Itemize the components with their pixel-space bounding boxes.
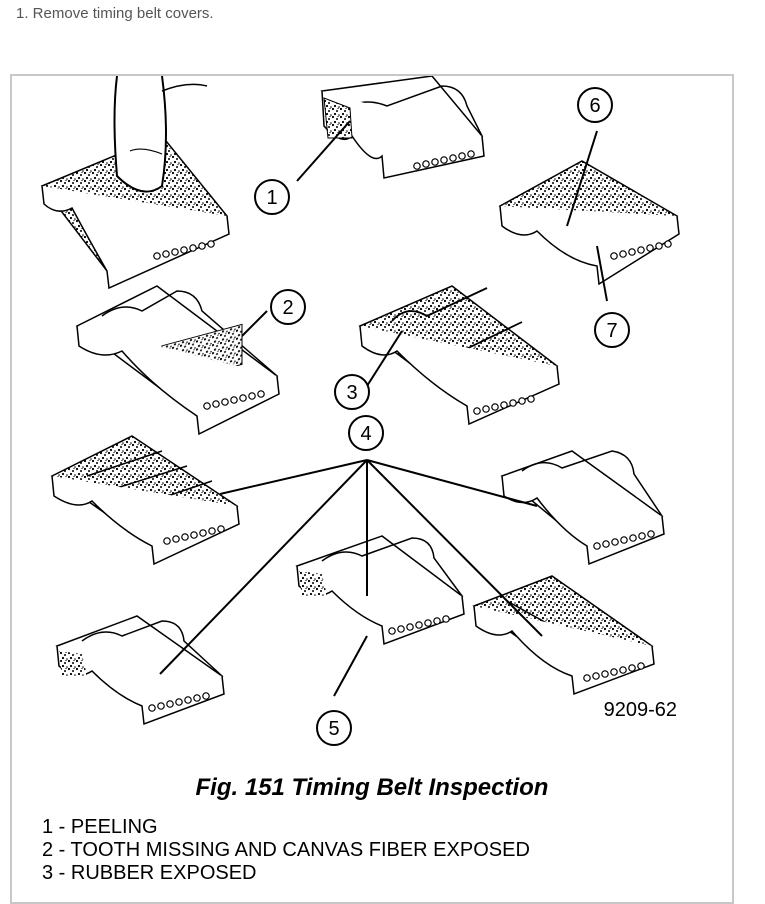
belt-tooth-crack: [55, 615, 225, 726]
belt-canvas-split: [295, 535, 465, 646]
callout-3: 3: [334, 374, 370, 410]
belt-multi-crack: [50, 435, 240, 566]
legend-item: 2 - TOOTH MISSING AND CANVAS FIBER EXPOS…: [42, 839, 530, 861]
belt-back-crack: [500, 450, 665, 566]
callout-4: 4: [348, 415, 384, 451]
belt-peeling: [320, 76, 485, 179]
callout-2: 2: [270, 289, 306, 325]
svg-text:7: 7: [606, 320, 617, 342]
belt-rubber-exposed: [358, 285, 560, 426]
belt-illustration: 1 2 3 4 5 6 7 9209-62: [40, 76, 680, 746]
svg-text:4: 4: [360, 423, 371, 445]
legend-item: 1 - PEELING: [42, 816, 158, 838]
svg-text:6: 6: [589, 95, 600, 117]
belt-tooth-missing: [75, 285, 280, 436]
figure-reference-code: 9209-62: [604, 699, 677, 721]
belt-finger-press: [40, 76, 230, 290]
callout-5: 5: [316, 710, 352, 746]
svg-text:1: 1: [266, 187, 277, 209]
callout-1: 1: [254, 179, 290, 215]
belt-cracked: [498, 160, 680, 286]
callout-7: 7: [594, 312, 630, 348]
svg-text:5: 5: [328, 718, 339, 740]
belt-wear: [472, 575, 655, 696]
figure-caption: Fig. 151 Timing Belt Inspection: [195, 774, 549, 801]
timing-belt-figure: 1 2 3 4 5 6 7 9209-62 Fig. 151 Timing Be…: [10, 74, 734, 904]
leader-lines: [159, 120, 608, 697]
callout-6: 6: [577, 87, 613, 123]
step-instruction: 1. Remove timing belt covers.: [16, 5, 214, 22]
svg-text:3: 3: [346, 382, 357, 404]
legend-item: 3 - RUBBER EXPOSED: [42, 862, 257, 884]
figure-legend: 1 - PEELING 2 - TOOTH MISSING AND CANVAS…: [42, 816, 530, 885]
svg-text:2: 2: [282, 297, 293, 319]
